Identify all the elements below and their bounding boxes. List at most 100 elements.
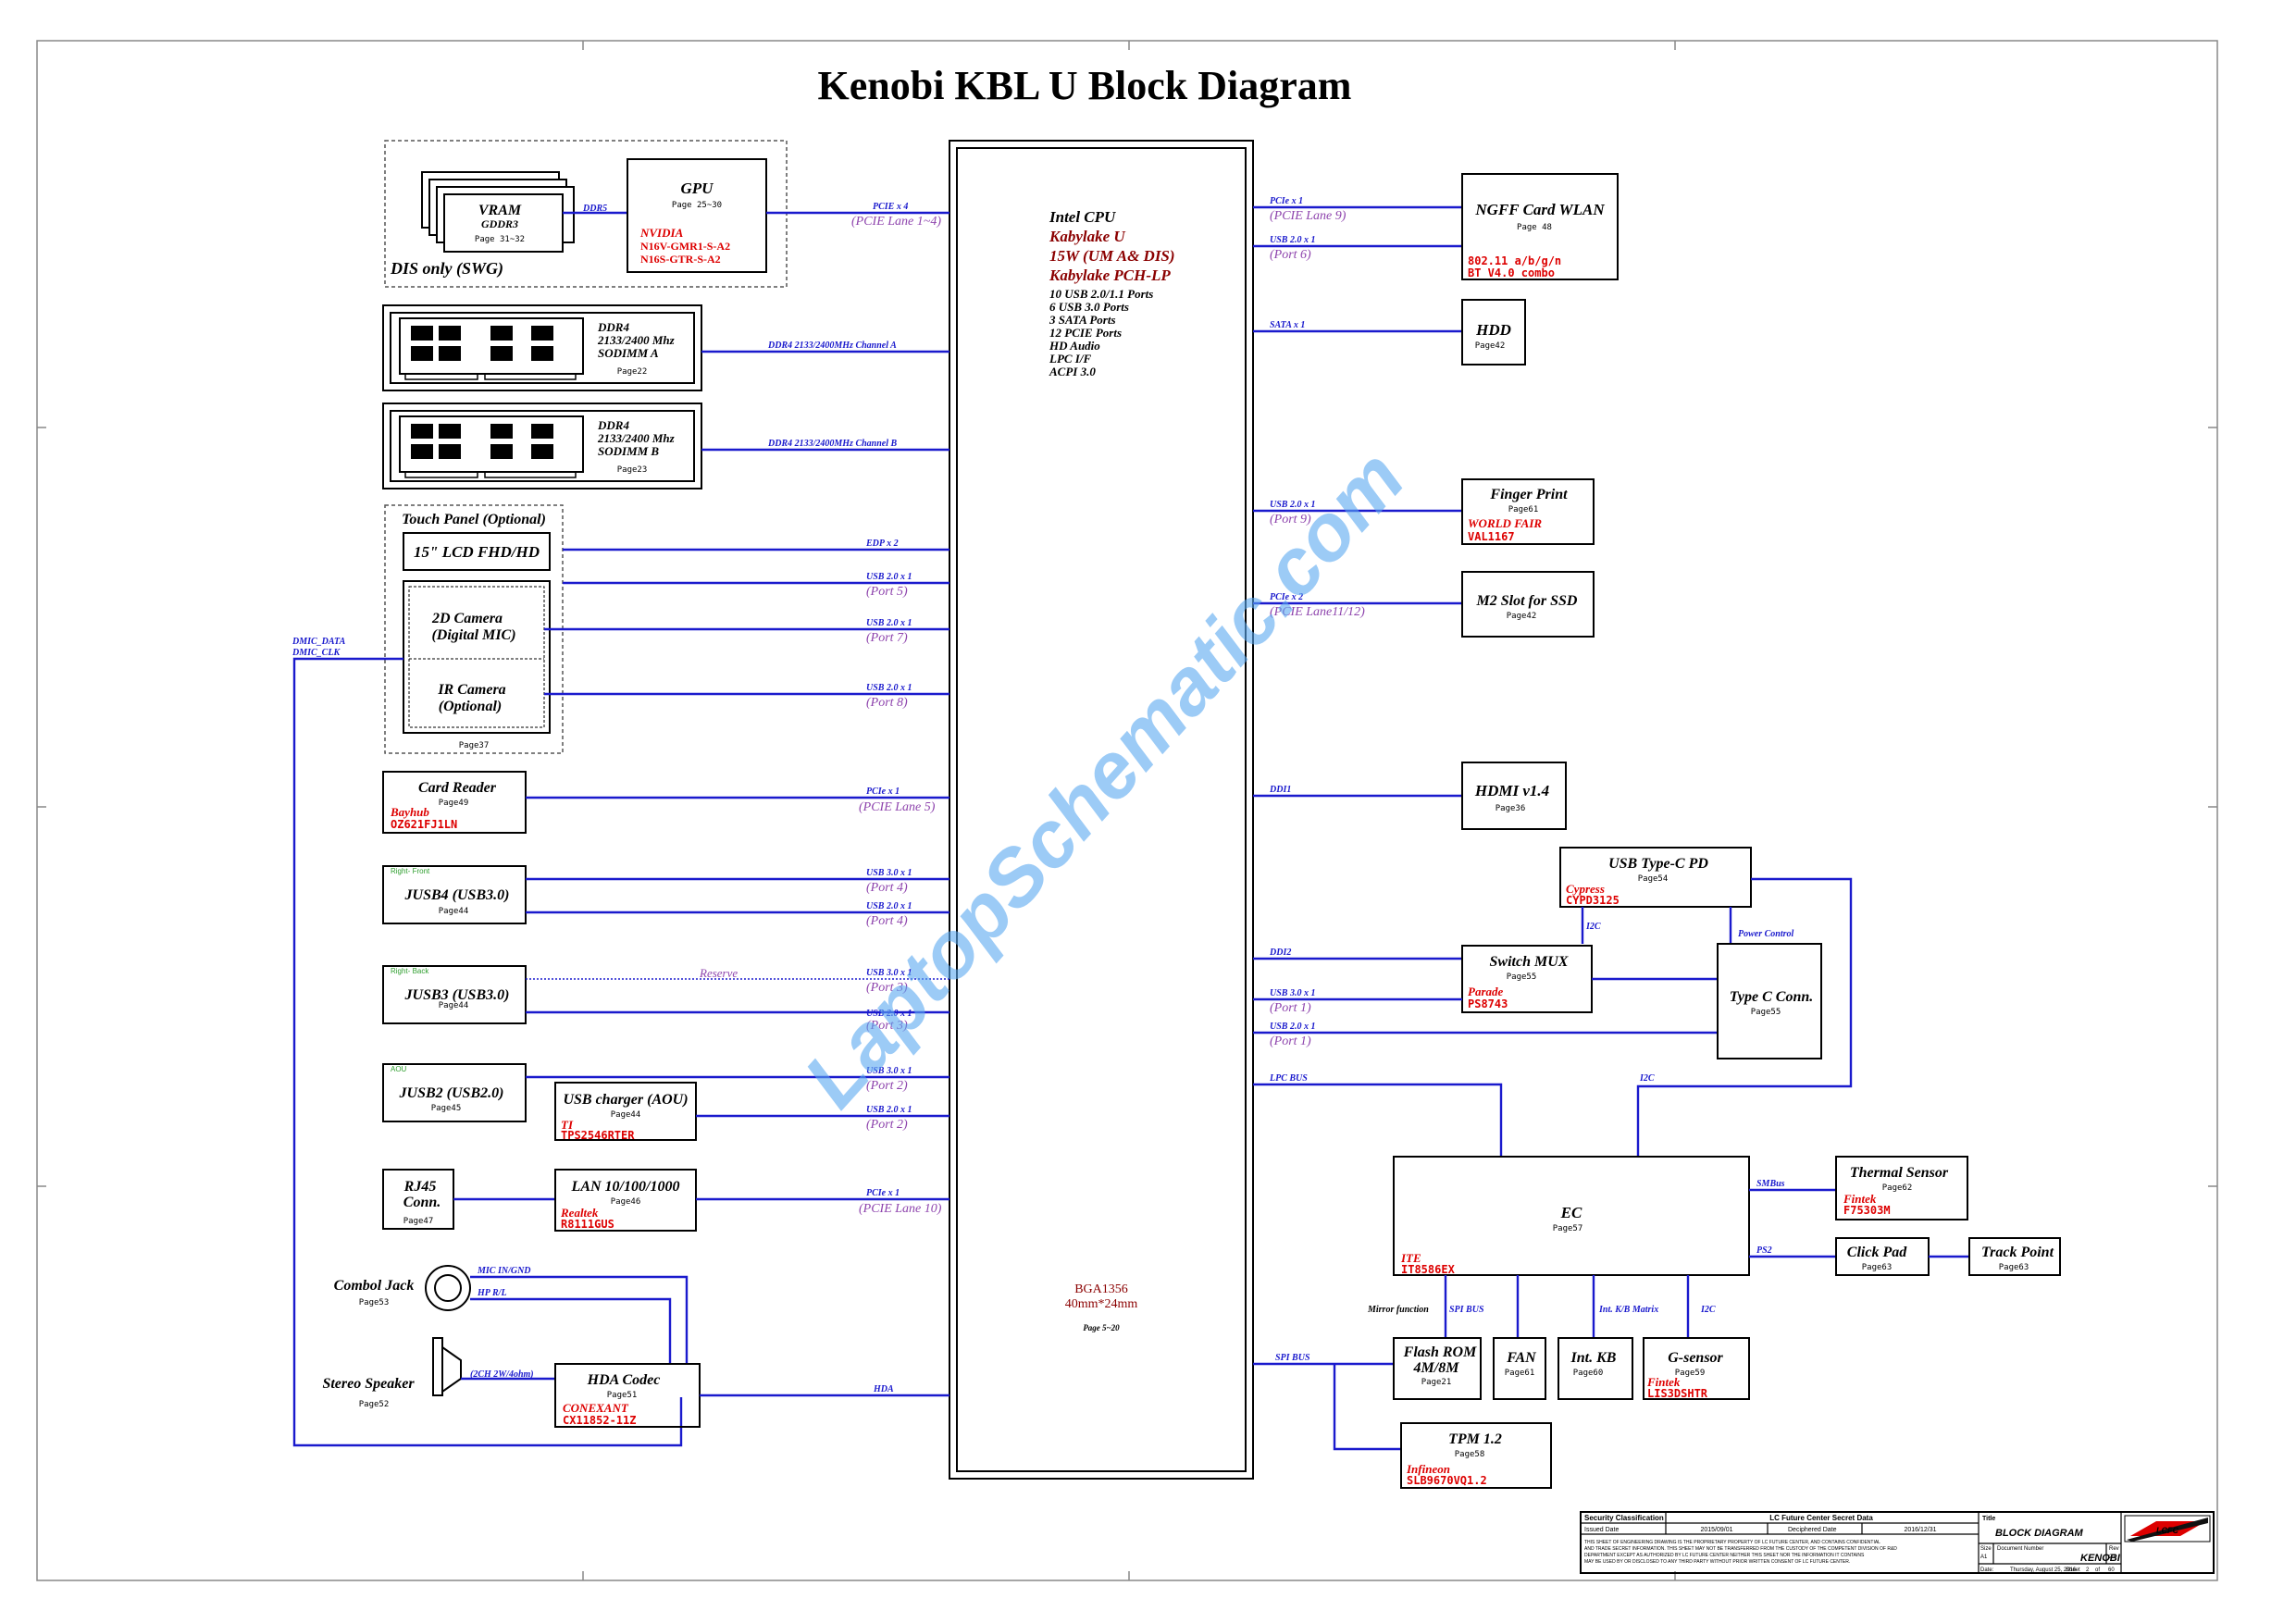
jusb4-port2: (Port 4) <box>866 914 908 928</box>
vram-stack <box>421 171 575 253</box>
jusb4-page: Page44 <box>439 907 469 916</box>
dis-label: DIS only (SWG) <box>390 259 503 279</box>
mux-bus: DDI2 <box>1269 948 1291 958</box>
sodimm-b-l2: 2133/2400 Mhz <box>597 431 676 445</box>
gpu-lane-label: (PCIE Lane 1~4) <box>851 215 941 229</box>
m2-box <box>1461 571 1595 638</box>
tc-port2: (Port 1) <box>1270 1035 1311 1048</box>
tb-secret: LC Future Center Secret Data <box>1769 1514 1873 1522</box>
wlan-port: (Port 6) <box>1270 248 1311 262</box>
hdd-box <box>1461 299 1526 365</box>
gsensor-vendor: Fintek <box>1646 1375 1681 1389</box>
cam2d-port: (Port 5) <box>866 585 908 599</box>
tb-sheet-val: 2 <box>2086 1567 2090 1573</box>
cpu-f2: 6 USB 3.0 Ports <box>1049 300 1129 314</box>
dmic-wire <box>292 657 683 1447</box>
lan-bus: PCIe x 1 <box>866 1188 900 1198</box>
lan-vendor: Realtek <box>560 1206 599 1220</box>
lan-part: R8111GUS <box>561 1218 614 1231</box>
fp-part: VAL1167 <box>1468 530 1515 543</box>
m2-bus: PCIe x 2 <box>1270 592 1303 602</box>
jusb2-title: JUSB2 (USB2.0) <box>399 1085 504 1101</box>
card-reader-bus: PCIe x 1 <box>866 787 900 797</box>
smbus-label: SMBus <box>1756 1179 1785 1189</box>
tb-security: Security Classification <box>1584 1514 1664 1522</box>
ddr5-label: DDR5 <box>582 204 607 214</box>
tc-port1: (Port 1) <box>1270 1001 1311 1015</box>
rj45-page: Page47 <box>403 1217 434 1226</box>
tb-of: of <box>2095 1567 2100 1573</box>
pd-vendor: Cypress <box>1566 882 1605 896</box>
gpu-box <box>627 158 767 273</box>
card-reader-title: Card Reader <box>418 780 497 796</box>
hdd-page: Page42 <box>1475 341 1506 351</box>
hdmi-title: HDMI v1.4 <box>1474 782 1549 799</box>
mux-page: Page55 <box>1507 973 1537 982</box>
sodimm-b-page: Page23 <box>617 465 648 475</box>
ec-box <box>1393 1156 1750 1276</box>
vram-title: VRAM <box>478 203 522 218</box>
flash-l2: 4M/8M <box>1413 1360 1460 1376</box>
spi-bus2: SPI BUS <box>1275 1353 1310 1363</box>
jusb2-port1: (Port 2) <box>866 1079 908 1093</box>
hdmi-bus: DDI1 <box>1269 785 1291 795</box>
mic-label: MIC IN/GND <box>477 1266 531 1276</box>
lan-title: LAN 10/100/1000 <box>571 1179 680 1195</box>
typec-box <box>1717 943 1822 1059</box>
cam2d-bus: USB 2.0 x 1 <box>866 572 912 582</box>
thermal-title: Thermal Sensor <box>1850 1165 1949 1181</box>
sodimm-b-l1: DDR4 <box>597 418 629 432</box>
sodimm-a-box <box>390 312 695 384</box>
tb-docname: KENOBI <box>2080 1553 2121 1564</box>
jusb3-bus1: USB 3.0 x 1 <box>866 968 912 978</box>
cam-page: Page37 <box>459 741 490 750</box>
jusb2-page: Page45 <box>431 1104 462 1113</box>
tb-size-val: A1 <box>1980 1555 1988 1560</box>
flash-l1: Flash ROM <box>1403 1344 1477 1360</box>
pd-title: USB Type-C PD <box>1608 856 1708 872</box>
wlan-title: NGFF Card WLAN <box>1474 201 1605 218</box>
mirror-label: Mirror function <box>1367 1305 1429 1315</box>
cpu-block <box>956 147 1247 1472</box>
tc-bus2: USB 2.0 x 1 <box>1270 1022 1315 1032</box>
tb-notice4: MAY BE USED BY OR DISCLOSED TO ANY THIRD… <box>1584 1559 1850 1565</box>
gpu-vendor: NVIDIA <box>639 226 684 240</box>
trackpoint-title: Track Point <box>1981 1245 2054 1260</box>
sodimm-a-l1: DDR4 <box>597 320 629 334</box>
jusb4-tag: Right- Front <box>391 867 430 875</box>
sodimm-b-bus: DDR4 2133/2400MHz Channel B <box>767 439 898 449</box>
fp-title: Finger Print <box>1489 487 1568 502</box>
camera-module <box>403 580 551 734</box>
combo-jack-icon <box>425 1265 471 1311</box>
hp-wire <box>470 1297 672 1364</box>
tb-date-label: Date: <box>1980 1567 1994 1573</box>
card-reader-vendor: Bayhub <box>390 805 429 819</box>
tb-issued: Issued Date <box>1584 1527 1619 1533</box>
touch-label: Touch Panel (Optional) <box>402 512 546 527</box>
ir-l1: IR Camera <box>437 682 505 698</box>
hda-codec-vendor: CONEXANT <box>563 1401 629 1415</box>
speaker-label: Stereo Speaker <box>322 1376 415 1392</box>
gpu-bus-label: PCIE x 4 <box>873 202 908 212</box>
jusb3-box <box>382 965 527 1024</box>
tb-docnum: Document Number <box>1997 1546 2043 1552</box>
spi-bus1: SPI BUS <box>1449 1305 1484 1315</box>
fan-box <box>1493 1337 1546 1400</box>
thermal-vendor: Fintek <box>1843 1192 1877 1206</box>
lan-page: Page46 <box>611 1197 641 1207</box>
title-block <box>1580 1511 2215 1574</box>
wlan-page: Page 48 <box>1517 223 1552 232</box>
spi-tpm-wire <box>1333 1364 1401 1451</box>
cpu-f6: LPC I/F <box>1049 352 1091 365</box>
gsensor-page: Page59 <box>1675 1369 1706 1378</box>
lan-lane: (PCIE Lane 10) <box>859 1202 942 1216</box>
cam2d-l2: (Digital MIC) <box>431 627 515 643</box>
cpu-l4: Kabylake PCH-LP <box>1049 266 1171 284</box>
wlan-bus1: PCIe x 1 <box>1270 196 1303 206</box>
thermal-page: Page62 <box>1882 1183 1913 1193</box>
hda-codec-title: HDA Codec <box>587 1372 661 1388</box>
tb-rev: Rev <box>2109 1546 2119 1552</box>
usb-charger-part: TPS2546RTER <box>561 1129 635 1142</box>
hda-codec-page: Page51 <box>607 1391 638 1400</box>
sodimm-b-box <box>390 410 695 482</box>
